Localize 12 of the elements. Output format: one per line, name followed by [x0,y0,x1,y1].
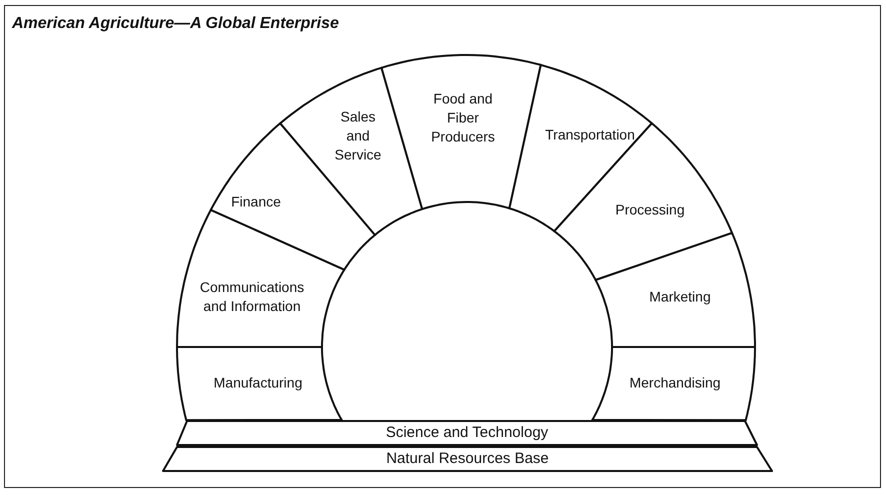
segment-label: Transportation [544,126,636,144]
segment-label: Food and Fiber Producers [430,90,496,146]
segment-label: Processing [614,200,686,220]
segment-label: Sales and Service [334,108,382,164]
segment-label: Science and Technology [386,424,548,442]
segment-label: Natural Resources Base [386,450,549,468]
segment-label: Finance [230,192,282,212]
segment-label: Manufacturing [212,374,304,392]
segment-label: Marketing [648,288,712,306]
title: American Agriculture—A Global Enterprise [12,14,339,34]
segment-label: Merchandising [628,374,722,392]
segment-label: Communications and Information [198,278,306,316]
